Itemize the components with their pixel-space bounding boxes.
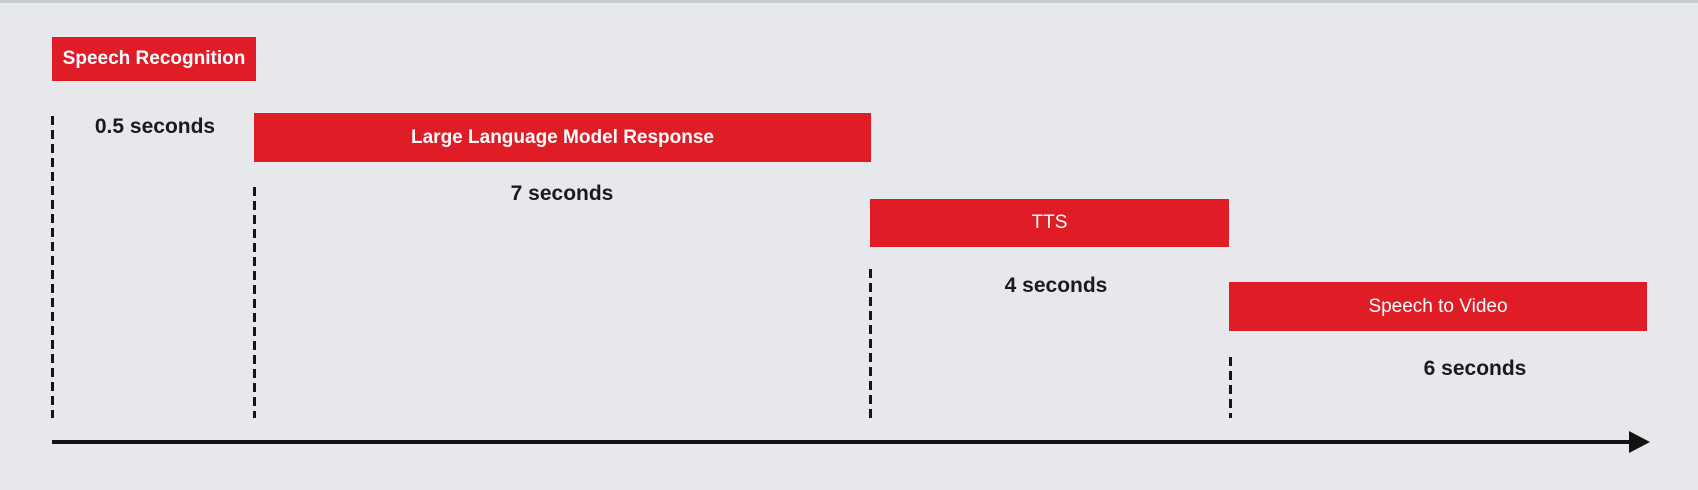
stage-bar-speech-recognition: Speech Recognition — [52, 37, 256, 81]
stage-start-dashed-line-4 — [1229, 357, 1232, 418]
duration-label-llm-response: 7 seconds — [510, 182, 614, 205]
duration-label-speech-recognition: 0.5 seconds — [94, 115, 216, 138]
stage-start-dashed-line-3 — [869, 269, 872, 418]
stage-start-dashed-line-1 — [51, 116, 54, 418]
time-axis-line — [52, 440, 1632, 444]
stage-label: TTS — [1031, 212, 1068, 233]
stage-bar-tts: TTS — [870, 199, 1229, 247]
time-axis-arrowhead-icon — [1629, 431, 1650, 453]
stage-label: Large Language Model Response — [411, 126, 714, 148]
stage-label: Speech Recognition — [62, 48, 246, 69]
duration-label-tts: 4 seconds — [1004, 274, 1108, 297]
stage-bar-llm-response: Large Language Model Response — [254, 113, 871, 162]
stage-bar-speech-to-video: Speech to Video — [1229, 282, 1647, 331]
stage-label: Speech to Video — [1368, 295, 1508, 317]
stage-start-dashed-line-2 — [253, 187, 256, 418]
duration-label-speech-to-video: 6 seconds — [1423, 357, 1527, 380]
